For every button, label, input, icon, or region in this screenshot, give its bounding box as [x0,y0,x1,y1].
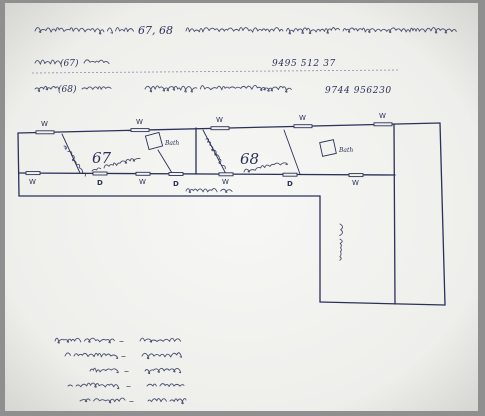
opening-mark [25,171,41,176]
window-mark [130,128,150,133]
partition-line [283,129,301,175]
top-window-marks: W W W W W [35,112,393,135]
handwritten-malayalam-scribble [243,162,288,173]
opening-mark [348,173,364,178]
opening-label: W [352,179,359,187]
row-separator: – [119,336,124,347]
room-68: 68 Bath [202,129,353,175]
room-number: 67 [92,149,112,167]
opening-label: D [97,179,103,187]
opening-mark [92,171,108,176]
contact-line-68: (68) 9744 956230 [34,84,392,96]
handwritten-scribble [34,59,61,65]
window-label: W [136,118,143,126]
right-outer-wall [439,122,446,306]
bottom-wall [319,301,446,306]
room-number: 68 [240,150,259,168]
summary-row: – [79,396,187,407]
window-mark [210,126,230,131]
handwritten-malayalam-scribble [339,223,343,261]
handwritten-malayalam-scribble [67,382,120,390]
handwritten-malayalam-scribble [144,85,292,93]
partition-line [61,133,81,174]
summary-list: – – – – – [54,336,187,407]
partition-line [202,129,227,175]
handwritten-malayalam-scribble [54,337,115,344]
handwritten-malayalam-scribble [185,27,457,35]
contact-room-label: (68) [58,84,77,95]
handwritten-malayalam-scribble [83,59,110,65]
bath-box [319,139,337,157]
opening-label: D [173,180,179,188]
handwritten-malayalam-scribble [147,398,187,405]
contact-room-label: (67) [60,58,79,69]
handwritten-malayalam-scribble [185,188,233,194]
contact-phone-number: 9744 956230 [325,86,392,96]
summary-row: – [89,366,182,377]
summary-row: – [64,351,183,362]
handwritten-malayalam-scribble [64,352,119,359]
window-label: W [216,116,223,124]
handwritten-malayalam-scribble [141,352,183,360]
window-label: W [379,112,386,120]
room-front-wall [18,172,396,176]
bath-label: Bath [338,147,353,154]
row-separator: – [121,351,126,362]
contact-line-67: (67) 9495 512 37 [34,58,336,69]
opening-label: W [222,178,229,186]
bath-box [144,131,164,151]
room-67: 67 Bath [61,131,179,177]
front-wall-marks: W D W D W D W [25,171,364,188]
floor-plan: 67 Bath 68 Bath W W W W W [17,112,446,306]
window-label: W [41,120,48,128]
row-separator: – [124,366,129,377]
opening-label: W [139,178,146,186]
partition-line [157,149,173,174]
header-note: 67, 68 [34,24,457,37]
handwritten-malayalam-scribble [79,397,126,404]
bath-label: Bath [164,140,179,147]
summary-row: – [54,336,182,347]
window-label: W [299,114,306,122]
handwritten-malayalam-scribble [144,367,182,375]
handwritten-malayalam-scribble [63,145,86,177]
opening-mark [135,171,151,176]
header-room-numbers: 67, 68 [138,24,173,37]
handwritten-malayalam-scribble [91,157,141,172]
opening-mark [218,172,234,177]
ruled-line [31,69,401,74]
opening-mark [282,172,298,177]
handwritten-malayalam-scribble [146,383,185,387]
window-mark [35,130,55,135]
opening-mark [168,172,184,176]
summary-row: – [67,381,185,392]
passage-right-wall [393,123,396,305]
window-mark [293,124,313,129]
handwritten-malayalam-scribble [81,86,112,90]
contact-phone-number: 9495 512 37 [272,59,336,69]
opening-label: W [29,178,36,186]
handwritten-malayalam-scribble [89,367,119,374]
handwritten-malayalam-scribble [34,27,135,35]
left-wall [17,132,20,197]
handwritten-malayalam-scribble [205,138,226,170]
opening-label: D [287,180,293,188]
row-separator: – [129,396,134,407]
row-separator: – [126,381,131,392]
handwritten-malayalam-scribble [139,337,182,343]
window-mark [373,122,393,127]
handwritten-scribble [34,85,60,92]
